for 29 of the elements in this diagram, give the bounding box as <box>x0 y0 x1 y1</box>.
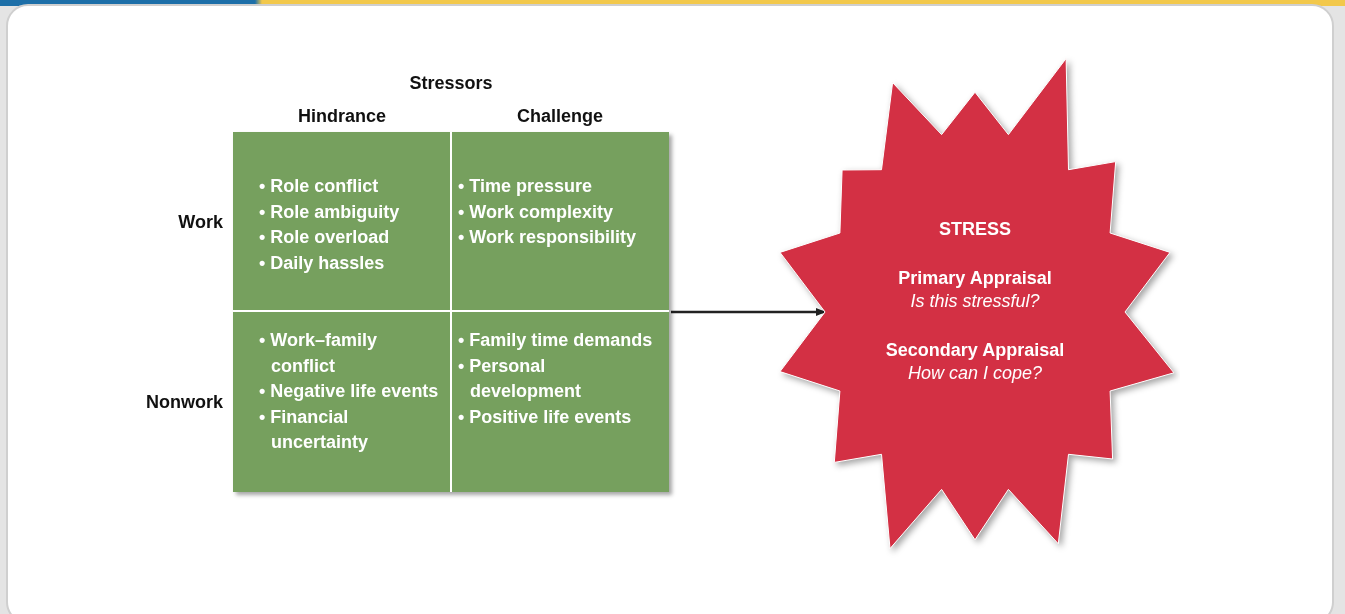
bullet-item: • Positive life events <box>458 405 633 429</box>
matrix-cell <box>452 132 669 310</box>
bullet-item: • Role conflict <box>259 175 380 198</box>
matrix-cell <box>233 312 450 492</box>
appraisal-question: Is this stressful? <box>910 290 1040 313</box>
row-header: Work <box>178 211 223 233</box>
appraisal-heading: Primary Appraisal <box>898 267 1052 290</box>
row-header: Nonwork <box>146 391 223 413</box>
bullet-item: • Work responsibility <box>458 226 637 249</box>
arrow <box>671 308 826 316</box>
column-header: Hindrance <box>298 105 386 127</box>
appraisal-question: How can I cope? <box>907 362 1043 385</box>
column-header: Challenge <box>517 105 603 127</box>
matrix-title: Stressors <box>409 72 493 94</box>
matrix-cell <box>233 132 450 310</box>
bullet-item: • Personal development <box>458 354 583 403</box>
bullet-item: • Work–family conflict <box>259 329 378 378</box>
bullet-item: • Role overload <box>259 226 391 249</box>
bullet-item: • Family time demands <box>458 329 654 352</box>
bullet-item: • Role ambiguity <box>259 200 401 224</box>
bullet-item: • Daily hassles <box>259 251 386 275</box>
bullet-item: • Time pressure <box>458 175 594 198</box>
appraisal-heading: Secondary Appraisal <box>885 339 1065 362</box>
bullet-item: • Financial uncertainty <box>259 405 370 454</box>
matrix-cell <box>452 312 669 492</box>
bullet-item: • Work complexity <box>458 200 614 224</box>
bullet-item: • Negative life events <box>259 380 440 403</box>
starburst-title: STRESS <box>939 218 1011 241</box>
stressor-matrix <box>233 132 669 492</box>
